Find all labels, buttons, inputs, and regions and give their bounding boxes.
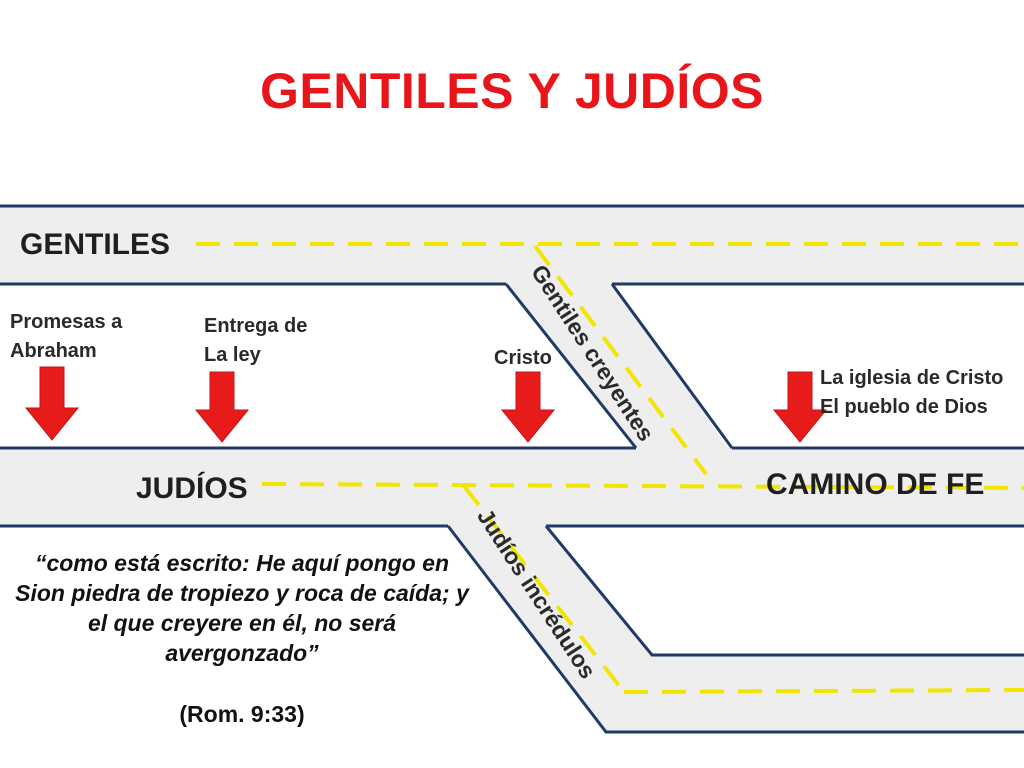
ley-line-1: Entrega de [204, 315, 308, 337]
cristo-label: Cristo [494, 347, 552, 369]
judios-center-line [261, 482, 1024, 490]
center-lines [196, 242, 1024, 694]
arrow-iglesia [772, 371, 828, 443]
scripture-quote: “como está escrito: He aquí pongo en Sio… [15, 550, 469, 666]
ley-label: Entrega de La ley [204, 312, 307, 370]
gentiles-creyentes-road [506, 282, 728, 448]
ley-line-2: La ley [204, 344, 261, 366]
bottom-road [604, 655, 1024, 732]
promesas-line-2: Abraham [10, 340, 97, 362]
camino-fe-label: CAMINO DE FE [766, 468, 985, 501]
arrow-promesas [24, 366, 80, 441]
event-arrows [24, 366, 828, 443]
iglesia-label: La iglesia de Cristo El pueblo de Dios [820, 364, 1003, 422]
incredulos-edge-left [446, 525, 1024, 734]
iglesia-line-2: El pueblo de Dios [820, 396, 988, 418]
promesas-line-1: Promesas a [10, 311, 123, 333]
iglesia-line-1: La iglesia de Cristo [820, 367, 1004, 389]
creyentes-edge-right [610, 283, 734, 449]
incredulos-center-line [462, 484, 626, 694]
road-edges [0, 204, 1024, 734]
page-title: GENTILES Y JUDÍOS [259, 63, 764, 119]
arrow-ley [194, 371, 250, 443]
creyentes-edge-left [504, 283, 638, 449]
gentiles-label: GENTILES [20, 228, 171, 261]
judios-label: JUDÍOS [136, 472, 248, 505]
promesas-label: Promesas a Abraham [10, 308, 122, 366]
judios-incredulos-road [448, 524, 652, 730]
incredulos-edge-right [544, 525, 1024, 657]
arrow-cristo [500, 371, 556, 443]
bottom-center-line [623, 688, 1024, 694]
creyentes-center-line [533, 244, 708, 476]
scripture-reference: (Rom. 9:33) [179, 701, 305, 727]
